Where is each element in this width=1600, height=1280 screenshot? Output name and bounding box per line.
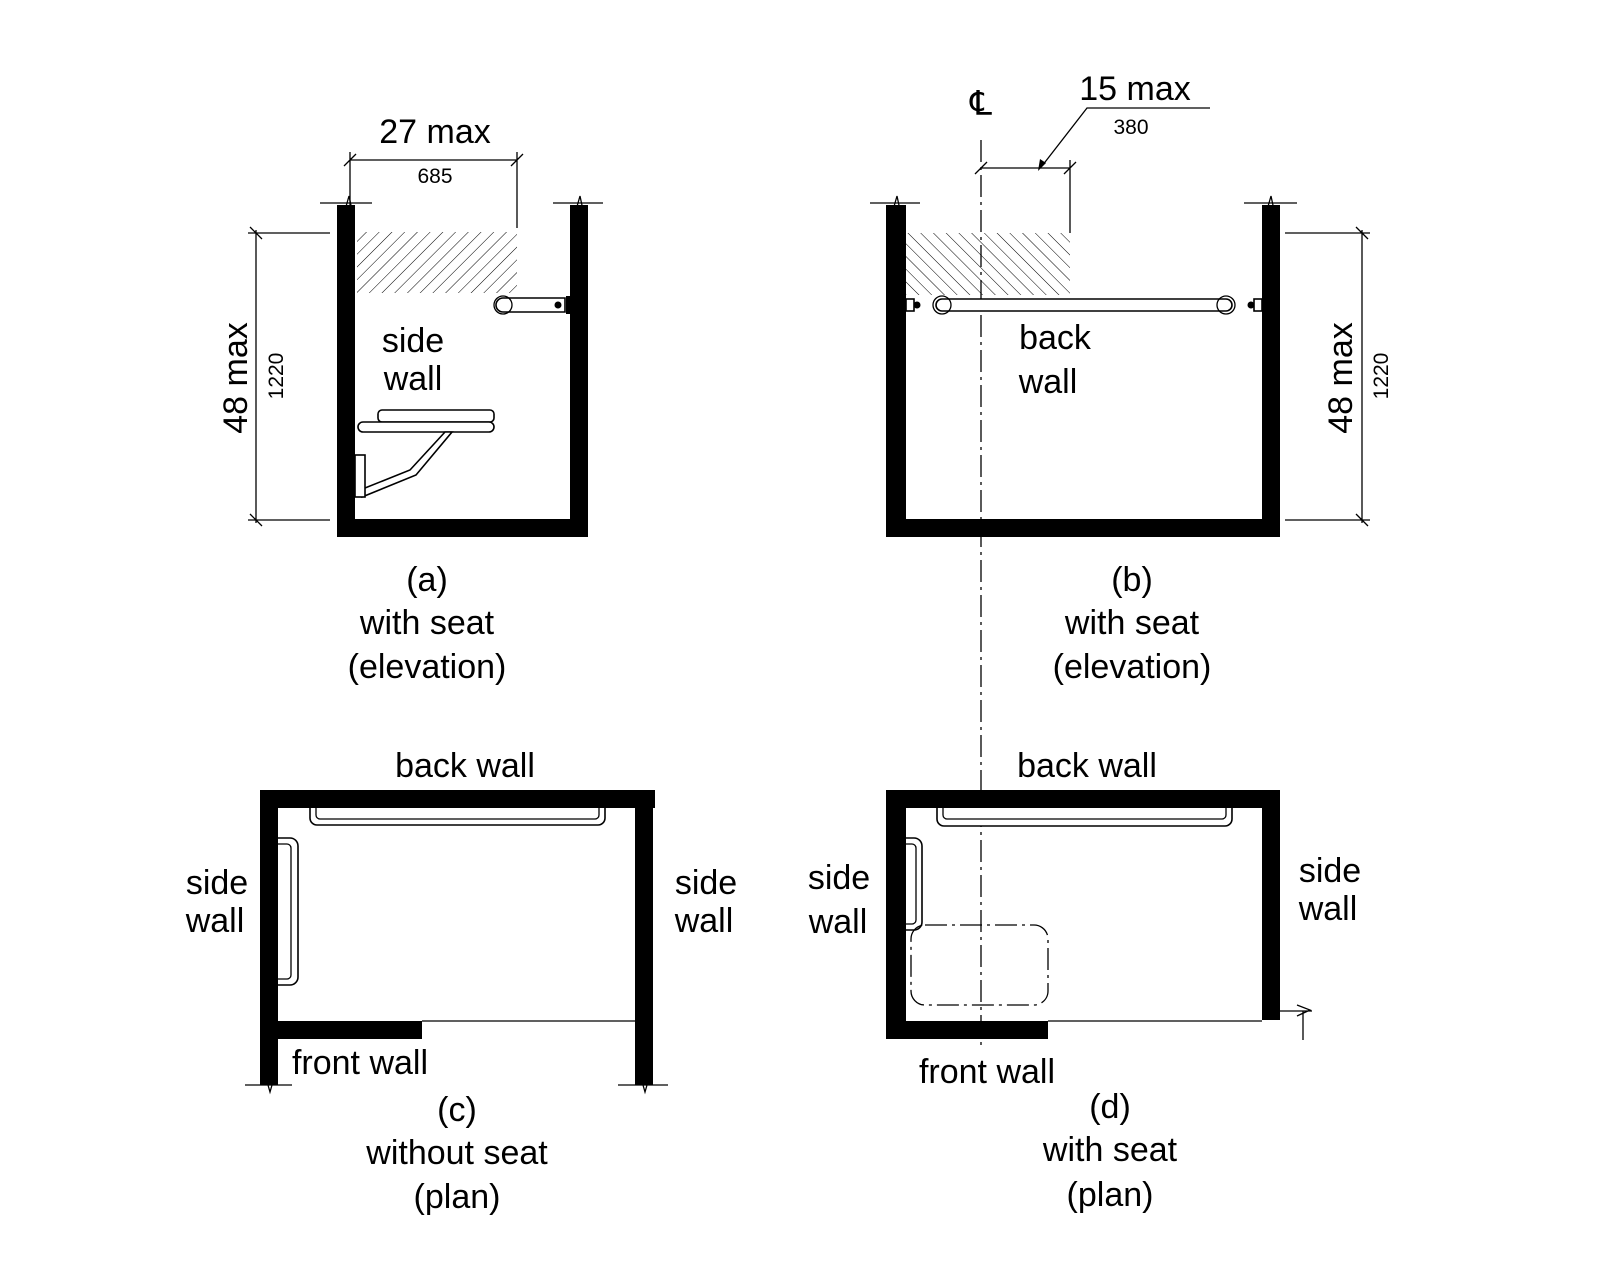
right-side-wall-label-line1: side: [1299, 852, 1361, 890]
caption-line1: with seat: [1064, 604, 1200, 642]
grab-bar: [905, 295, 1263, 315]
left-side-wall-label-line2: wall: [808, 903, 868, 941]
right-side-wall-label-line1: side: [675, 864, 737, 902]
walls: [870, 195, 1297, 537]
grab-bars: [278, 808, 606, 986]
caption-line1: without seat: [365, 1134, 548, 1172]
left-side-wall-label-line2: wall: [185, 902, 245, 940]
front-wall-label: front wall: [919, 1053, 1055, 1091]
height-dimension: 48 max 1220: [217, 226, 330, 527]
walls: [245, 790, 668, 1095]
figure-a-side-wall-elevation: 27 max 685 48 max 1220 side wall (a) wit…: [217, 113, 603, 686]
caption-letter: (c): [437, 1091, 477, 1129]
height-dim-text: 48 max: [217, 322, 255, 434]
offset-dim-text: 15 max: [1079, 70, 1191, 108]
walls: [320, 195, 603, 537]
figure-b-back-wall-elevation: ℄ 15 max 380 48 max 1220 back wall (b) w…: [870, 70, 1393, 1045]
caption-line1: with seat: [359, 604, 495, 642]
width-dimension: 27 max 685: [343, 113, 524, 228]
width-dim-mm: 685: [417, 165, 452, 188]
back-wall-label-line1: back: [1019, 319, 1092, 357]
height-dim-text: 48 max: [1322, 322, 1360, 434]
caption-line2: (elevation): [1053, 648, 1212, 686]
figure-d-plan-with-seat: back wall side wall side wall front wall…: [808, 747, 1361, 1214]
caption-letter: (b): [1111, 561, 1153, 599]
right-side-wall-label-line2: wall: [674, 902, 734, 940]
caption-line2: (elevation): [348, 648, 507, 686]
centerline-symbol: ℄: [969, 85, 992, 123]
caption-line2: (plan): [1067, 1176, 1154, 1214]
hatched-zone: [357, 232, 517, 293]
right-side-wall-label-line2: wall: [1298, 890, 1358, 928]
hatched-zone: [906, 233, 1070, 295]
grab-bars: [906, 808, 1233, 931]
figure-c-plan-without-seat: back wall side wall side wall front wall…: [185, 747, 737, 1216]
height-dim-mm: 1220: [265, 353, 288, 400]
width-dim-text: 27 max: [379, 113, 491, 151]
seat-outline: [910, 924, 1049, 1006]
walls: [886, 790, 1312, 1040]
back-wall-label: back wall: [395, 747, 535, 785]
back-wall-label: back wall: [1017, 747, 1157, 785]
left-side-wall-label-line1: side: [808, 859, 870, 897]
side-wall-label-line2: wall: [383, 360, 443, 398]
caption-line1: with seat: [1042, 1131, 1178, 1169]
caption-line2: (plan): [414, 1178, 501, 1216]
height-dim-mm: 1220: [1370, 353, 1393, 400]
left-side-wall-label-line1: side: [186, 864, 248, 902]
grab-bar: [493, 295, 570, 315]
folding-seat: [354, 409, 495, 499]
offset-dimension: 15 max 380: [974, 70, 1210, 233]
height-dimension: 48 max 1220: [1285, 226, 1393, 527]
caption-letter: (d): [1089, 1088, 1131, 1126]
back-wall-label-line2: wall: [1018, 363, 1078, 401]
front-wall-label: front wall: [292, 1044, 428, 1082]
side-wall-label-line1: side: [382, 322, 444, 360]
caption-letter: (a): [406, 561, 448, 599]
offset-dim-mm: 380: [1113, 116, 1148, 139]
